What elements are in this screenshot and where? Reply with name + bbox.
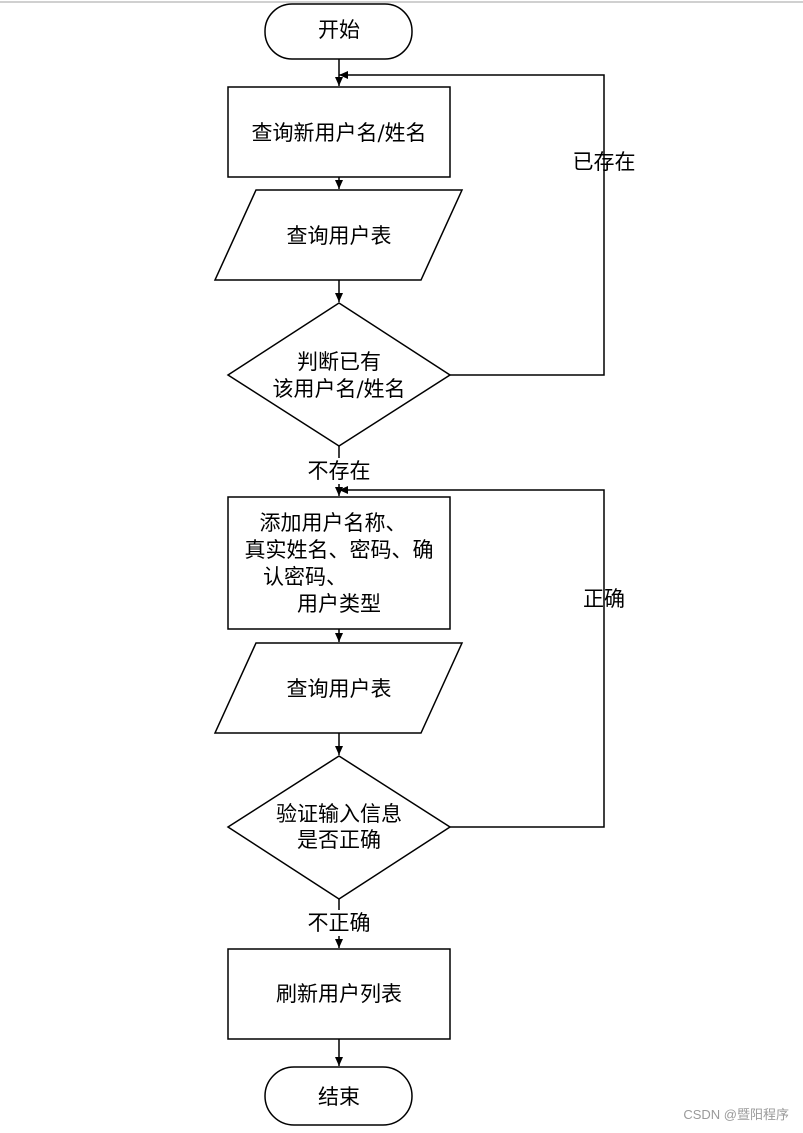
verify-line-1: 验证输入信息: [276, 802, 402, 826]
query-name-label: 查询新用户名/姓名: [251, 121, 426, 145]
incorrect-label-bg: [306, 910, 372, 936]
end-label: 结束: [318, 1085, 360, 1109]
query-table-1-label: 查询用户表: [287, 224, 392, 248]
exists-branch-label: 已存在: [573, 150, 636, 174]
correct-branch-label: 正确: [583, 587, 625, 611]
query-table-2-io: [213, 642, 464, 734]
add-user-line-1: 添加用户名称、: [260, 511, 407, 535]
refresh-process: [227, 948, 451, 1040]
add-user-line-4: 用户类型: [297, 592, 381, 616]
start-label: 开始: [318, 18, 360, 42]
not-exists-label-bg: [306, 458, 372, 484]
query-table-1-io: [213, 189, 464, 281]
check-exists-line-2: 该用户名/姓名: [272, 377, 405, 401]
not-exists-branch-label: 不存在: [308, 459, 371, 483]
end-terminator: [264, 1066, 413, 1126]
add-user-process: [227, 496, 451, 630]
loop-correct-connector: [339, 486, 605, 828]
loop-exists-connector: [339, 71, 605, 376]
check-exists-line-1: 判断已有: [297, 350, 381, 374]
query-table-2-label: 查询用户表: [287, 677, 392, 701]
add-user-line-3: 认密码、: [263, 565, 347, 589]
query-name-process: [227, 86, 451, 178]
watermark: CSDN @暨阳程序: [683, 1107, 789, 1122]
add-user-line-2: 真实姓名、密码、确: [245, 538, 434, 562]
incorrect-branch-label: 不正确: [308, 911, 371, 935]
verify-line-2: 是否正确: [297, 828, 381, 852]
refresh-label: 刷新用户列表: [276, 982, 402, 1006]
check-exists-decision: [226, 302, 452, 447]
